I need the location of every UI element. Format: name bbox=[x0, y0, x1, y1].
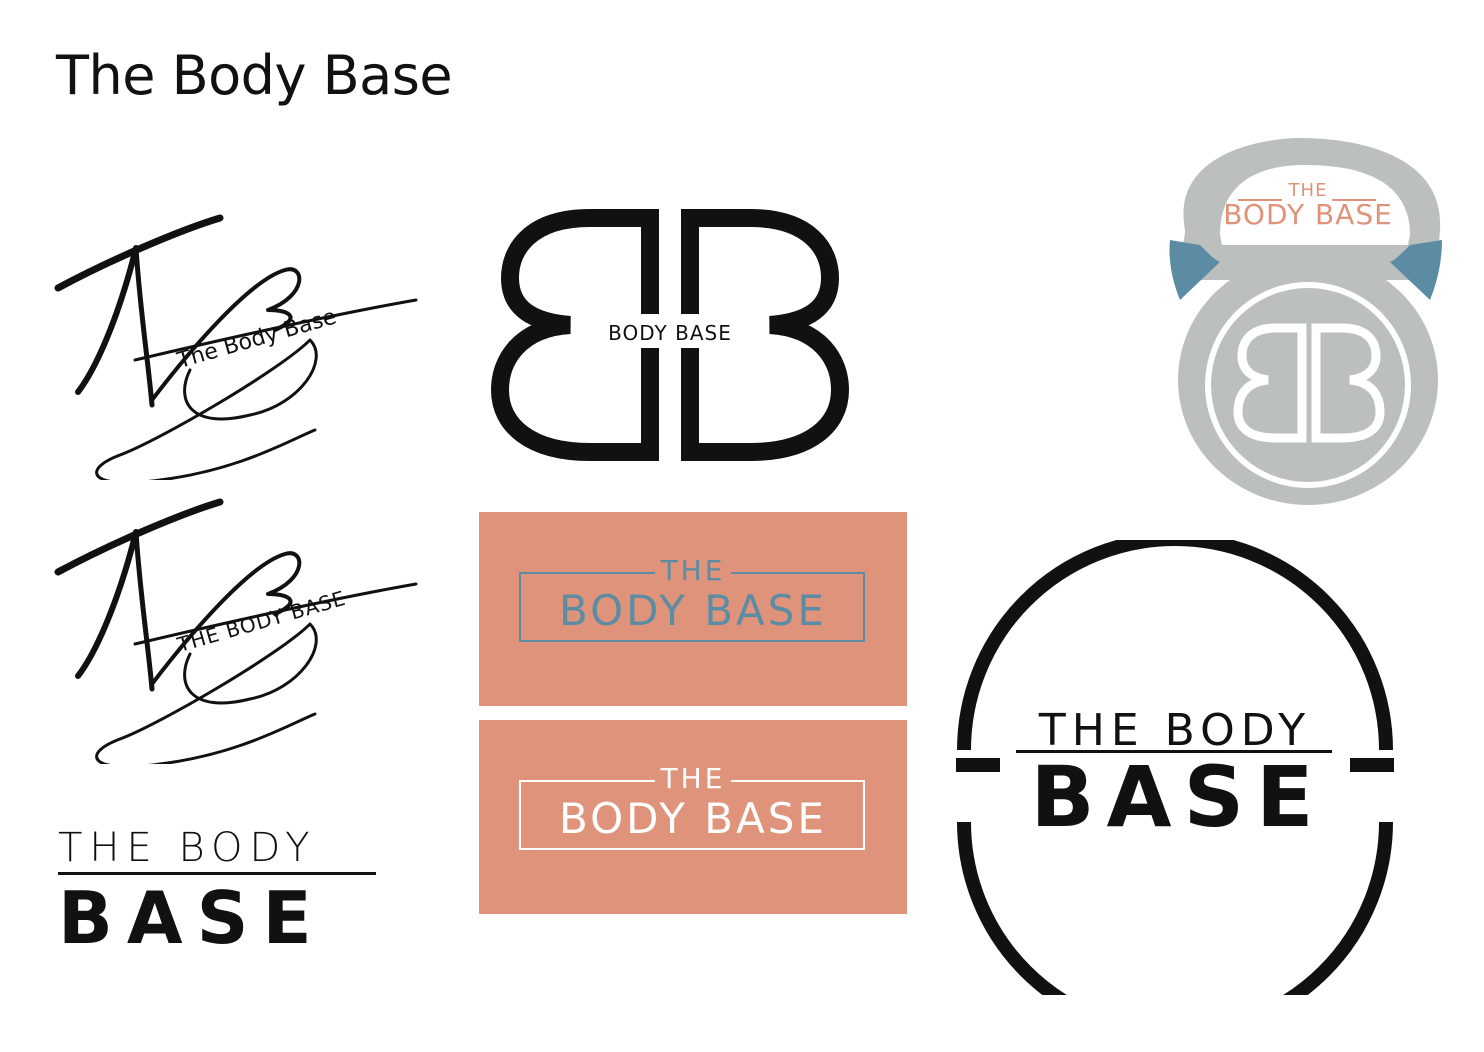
circle-ring-mark bbox=[957, 540, 1393, 995]
circle-logo-top: THE BODY bbox=[1038, 705, 1311, 756]
circle-right-bar bbox=[1350, 758, 1394, 772]
script-logo-1: The Body Base bbox=[54, 214, 418, 480]
kettlebell-icon bbox=[1169, 138, 1442, 505]
block-logo-bottom: BASE bbox=[58, 876, 326, 960]
block-logo-top: THE BODY bbox=[58, 825, 317, 871]
bb-monogram-label: BODY BASE bbox=[608, 321, 732, 345]
kettlebell-the: THE bbox=[1288, 180, 1328, 201]
block-logo: THE BODY BASE bbox=[58, 828, 380, 958]
card-the: THE bbox=[654, 762, 732, 795]
card-the: THE bbox=[654, 554, 732, 587]
kettlebell-logo: THE BODY BASE bbox=[1169, 138, 1442, 505]
card-logo-blue: THE BODY BASE bbox=[479, 512, 907, 706]
tbb-signature-mark bbox=[54, 498, 418, 764]
bb-monogram-logo: BODY BASE bbox=[490, 209, 850, 461]
circle-logo-bottom: BASE bbox=[1031, 748, 1326, 846]
card-logo-white: THE BODY BASE bbox=[479, 720, 907, 914]
page-title: The Body Base bbox=[56, 44, 453, 107]
block-logo-rule bbox=[58, 872, 376, 875]
tbb-signature-mark bbox=[54, 214, 418, 480]
card-name: BODY BASE bbox=[559, 586, 827, 635]
bb-monogram-mark bbox=[490, 209, 850, 461]
card-name: BODY BASE bbox=[559, 794, 827, 843]
kettlebell-name: BODY BASE bbox=[1223, 198, 1393, 231]
circle-logo: THE BODY BASE bbox=[956, 540, 1394, 995]
script-logo-2: THE BODY BASE bbox=[54, 498, 418, 764]
circle-left-bar bbox=[956, 758, 1000, 772]
script-logo-2-tagline: THE BODY BASE bbox=[174, 586, 349, 657]
